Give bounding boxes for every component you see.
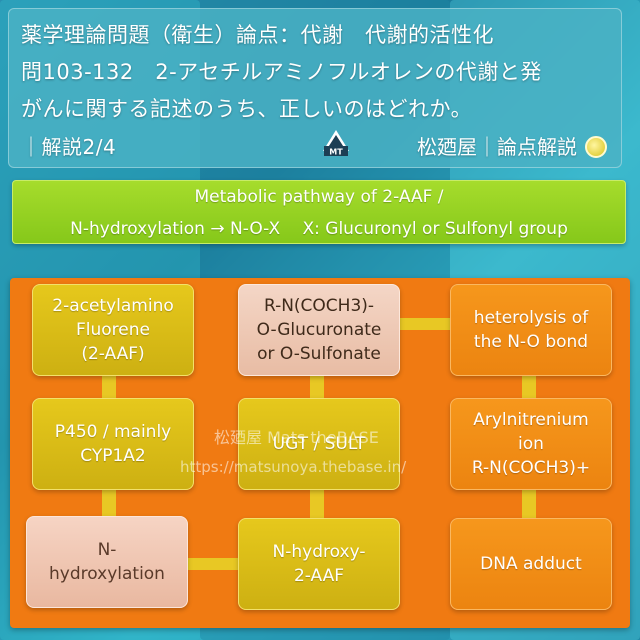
title-line-1: 薬学理論問題（衛生）論点：代謝 代謝的活性化 bbox=[21, 23, 494, 47]
brand-logo-icon: MT bbox=[323, 130, 349, 157]
brand-name: 松廼屋｜論点解説 bbox=[417, 135, 577, 159]
node-dna-adduct: DNA adduct bbox=[450, 518, 612, 610]
pathway-diagram: 2-acetylamino Fluorene (2-AAF) R-N(COCH3… bbox=[10, 278, 630, 628]
watermark-brand: 松廼屋 Mats theBASE bbox=[214, 428, 379, 447]
brand-logo-text: MT bbox=[329, 148, 343, 157]
connector bbox=[522, 374, 536, 398]
node-n-hydroxylation: N- hydroxylation bbox=[26, 516, 188, 608]
title-line-3: がんに関する記述のうち、正しいのはどれか。 bbox=[21, 97, 473, 121]
pathway-description: N-hydroxylation → N-O-X X: Glucuronyl or… bbox=[70, 219, 568, 239]
node-conjugate: R-N(COCH3)- O-Glucuronate or O-Sulfonate bbox=[238, 284, 400, 376]
connector bbox=[102, 374, 116, 398]
node-n-hydroxy-2-aaf: N-hydroxy- 2-AAF bbox=[238, 518, 400, 610]
pathway-banner: Metabolic pathway of 2-AAF / N-hydroxyla… bbox=[12, 180, 626, 244]
watermark-url: https://matsunoya.thebase.in/ bbox=[180, 458, 407, 476]
connector bbox=[186, 558, 238, 570]
connector bbox=[102, 488, 116, 516]
bullet-icon bbox=[585, 136, 607, 158]
connector bbox=[398, 318, 450, 330]
node-2-aaf: 2-acetylamino Fluorene (2-AAF) bbox=[32, 284, 194, 376]
node-p450: P450 / mainly CYP1A2 bbox=[32, 398, 194, 490]
connector bbox=[310, 374, 324, 398]
title-line-2: 問103-132 2-アセチルアミノフルオレンの代謝と発 bbox=[21, 60, 542, 84]
node-arylnitrenium: Arylnitrenium ion R-N(COCH3)+ bbox=[450, 398, 612, 490]
explanation-page: ｜解説2/4 bbox=[21, 135, 117, 159]
connector bbox=[522, 488, 536, 518]
pathway-title: Metabolic pathway of 2-AAF / bbox=[194, 187, 444, 207]
node-heterolysis: heterolysis of the N-O bond bbox=[450, 284, 612, 376]
connector bbox=[310, 488, 324, 518]
node-ugt-sult: UGT / SULT bbox=[238, 398, 400, 490]
title-box: 薬学理論問題（衛生）論点：代謝 代謝的活性化 問103-132 2-アセチルアミ… bbox=[8, 8, 622, 168]
